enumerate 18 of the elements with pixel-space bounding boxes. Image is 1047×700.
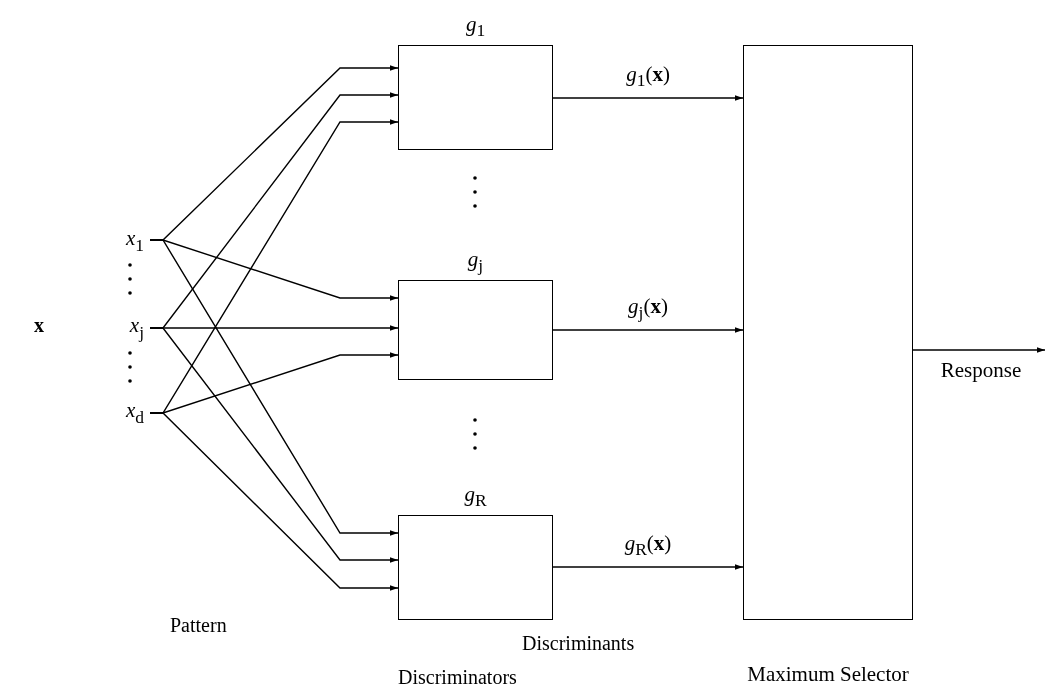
- arrow: [552, 95, 744, 101]
- box-heading: Maximum Selector: [747, 662, 909, 687]
- arrow: [149, 412, 399, 591]
- text-label: x: [34, 314, 44, 337]
- arrow: [149, 239, 399, 536]
- arrow: [552, 327, 744, 333]
- box-heading: g$_{1}$: [465, 11, 486, 41]
- arrow: [552, 564, 744, 570]
- text-label: Discriminators: [398, 666, 517, 689]
- text-label: Discriminants: [522, 632, 635, 655]
- arrow: [149, 327, 399, 563]
- text-label: Pattern: [170, 614, 227, 637]
- input-variable: x$_{1}$: [125, 226, 144, 256]
- box-heading: g$_{j}$: [467, 246, 484, 276]
- input-variable: x$_{d}$: [125, 398, 144, 428]
- input-variable: x$_{j}$: [129, 313, 144, 343]
- box-heading: g$_{R}$: [464, 481, 487, 511]
- arrow: [912, 347, 1046, 353]
